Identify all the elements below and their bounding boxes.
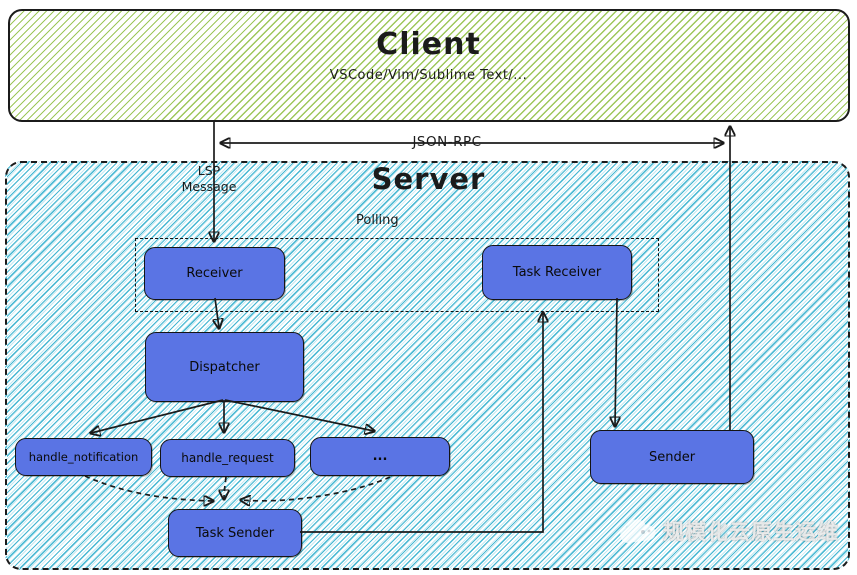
json-rpc-label: JSON-RPC xyxy=(402,134,492,150)
node-task-sender: Task Sender xyxy=(168,509,302,557)
lsp-message-line1: LSP xyxy=(197,163,221,178)
node-sender: Sender xyxy=(590,430,754,484)
polling-label: Polling xyxy=(356,213,399,228)
node-task-receiver-label: Task Receiver xyxy=(512,265,602,280)
lsp-message-line2: Message xyxy=(181,179,237,195)
watermark-text: 规模化云原生运维 xyxy=(663,520,839,544)
node-handle-request: handle_request xyxy=(160,439,295,477)
watermark: 规模化云原生运维 xyxy=(618,516,839,546)
cloud-icon xyxy=(620,519,656,543)
client-subtitle: VSCode/Vim/Sublime Text/... xyxy=(329,68,528,83)
server-box xyxy=(5,161,850,570)
client-box xyxy=(8,9,850,122)
node-ellipsis: ... xyxy=(310,437,450,476)
server-title: Server xyxy=(371,162,486,196)
client-title: Client xyxy=(376,27,481,62)
node-dispatcher-label: Dispatcher xyxy=(189,359,260,375)
node-dispatcher: Dispatcher xyxy=(145,332,304,402)
node-receiver-label: Receiver xyxy=(186,266,243,281)
node-receiver: Receiver xyxy=(144,247,285,300)
node-handle-request-label: handle_request xyxy=(181,451,274,465)
node-ellipsis-label: ... xyxy=(372,449,388,464)
node-handle-notification: handle_notification xyxy=(15,438,152,476)
node-sender-label: Sender xyxy=(648,449,696,465)
node-task-sender-label: Task Sender xyxy=(195,525,275,541)
lsp-message-label: LSP Message xyxy=(172,163,246,196)
node-task-receiver: Task Receiver xyxy=(482,245,632,300)
node-handle-notification-label: handle_notification xyxy=(28,450,139,464)
polling-group-box xyxy=(135,238,659,312)
